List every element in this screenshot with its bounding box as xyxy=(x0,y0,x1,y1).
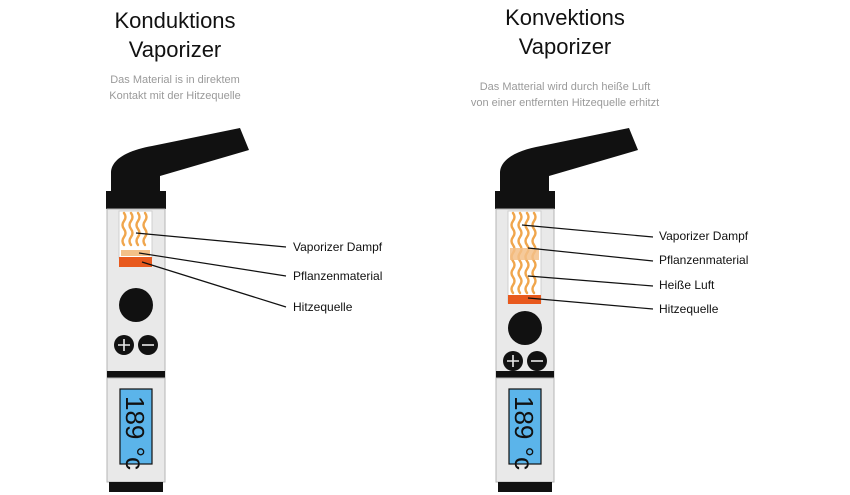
mouthpiece xyxy=(111,128,249,194)
vapor-waves xyxy=(121,211,148,247)
label-heater-right: Hitzequelle xyxy=(659,302,719,316)
plant-material xyxy=(510,248,539,260)
heater xyxy=(119,257,152,267)
heater xyxy=(508,295,541,304)
label-plant-left: Pflanzenmaterial xyxy=(293,269,382,283)
plus-icon xyxy=(507,355,519,367)
label-vapor-left: Vaporizer Dampf xyxy=(293,240,383,254)
top-cap xyxy=(106,191,166,209)
temperature-screen xyxy=(508,388,542,465)
subtitle-convection: Das Matterial wird durch heiße Luft von … xyxy=(470,81,660,109)
temperature-readout: 189 °c xyxy=(509,396,539,470)
convection-device: 189 °c xyxy=(495,128,638,492)
label-heater-left: Hitzequelle xyxy=(293,300,353,314)
leader-lines-left xyxy=(135,232,287,308)
plus-button[interactable] xyxy=(114,335,134,355)
main-button[interactable] xyxy=(508,311,542,345)
top-cap xyxy=(495,191,555,209)
conduction-device: 189 °c xyxy=(106,128,249,492)
plant-material xyxy=(121,250,150,256)
label-hot-air-right: Heiße Luft xyxy=(659,278,715,292)
mouthpiece xyxy=(500,128,638,194)
minus-button[interactable] xyxy=(138,335,158,355)
minus-button[interactable] xyxy=(527,351,547,371)
temperature-screen xyxy=(119,388,153,465)
plus-icon xyxy=(118,339,130,351)
subtitle-conduction: Das Material is in direktem Kontakt mit … xyxy=(109,74,241,102)
leader-lines-right xyxy=(521,224,654,310)
main-button[interactable] xyxy=(119,288,153,322)
title-conduction: Konduktions Vaporizer xyxy=(114,8,236,62)
label-vapor-right: Vaporizer Dampf xyxy=(659,229,749,243)
temperature-readout: 189 °c xyxy=(120,396,150,470)
label-plant-right: Pflanzenmaterial xyxy=(659,253,748,267)
title-convection: Konvektions Vaporizer xyxy=(505,5,625,59)
plus-button[interactable] xyxy=(503,351,523,371)
